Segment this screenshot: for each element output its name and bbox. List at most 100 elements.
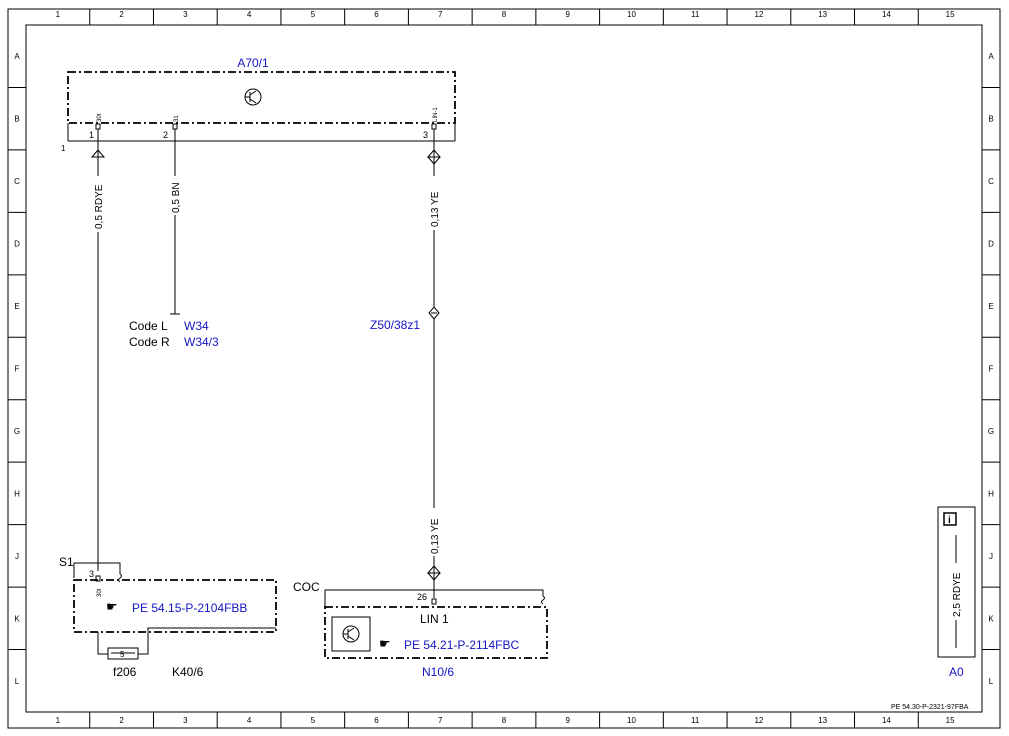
- double-connector-icon-upper: [426, 149, 442, 165]
- wire-legend: i 2,5 RDYE A0: [937, 506, 976, 679]
- column-label: 1: [56, 716, 61, 725]
- row-label: H: [14, 489, 20, 498]
- row-label: J: [15, 552, 19, 561]
- n10-icon-box: [331, 616, 371, 652]
- legend-ref-label[interactable]: A0: [949, 665, 964, 679]
- z50-ref-label[interactable]: Z50/38z1: [370, 318, 420, 332]
- fuse-num: 5: [120, 650, 125, 659]
- code-r-label: Code R: [129, 335, 170, 349]
- column-label: 9: [566, 716, 571, 725]
- transistor-icon: [342, 625, 360, 643]
- wire-3-lower-label: 0,13 YE: [430, 518, 441, 554]
- n10-signal-label: LIN 1: [420, 612, 449, 626]
- code-r-ref[interactable]: W34/3: [184, 335, 219, 349]
- column-label: 7: [438, 10, 443, 19]
- double-connector-icon-lower: [426, 565, 442, 581]
- row-label: F: [989, 365, 994, 374]
- outer-frame: [7, 8, 1001, 729]
- column-label: 2: [119, 10, 124, 19]
- component-n10-6[interactable]: COC 26 LIN 1 ☛ PE 54.21-P-2114FBC N10/6: [293, 580, 548, 679]
- s1-pin-name: 30t: [97, 588, 103, 597]
- n10-outline: [324, 606, 548, 659]
- row-label: B: [14, 115, 19, 124]
- column-label: 11: [691, 716, 700, 725]
- row-label: K: [988, 614, 994, 623]
- column-label: 4: [247, 10, 252, 19]
- connector-arrow-icon: [90, 149, 106, 158]
- a70-ground-mark: 1: [61, 144, 66, 153]
- row-label: D: [14, 240, 20, 249]
- code-l-label: Code L: [129, 319, 168, 333]
- wire-1[interactable]: 0,5 RDYE: [90, 129, 106, 571]
- code-l-ref[interactable]: W34: [184, 319, 209, 333]
- a70-ref-label[interactable]: A70/1: [237, 56, 269, 70]
- s1-ref-label[interactable]: S1: [59, 555, 74, 569]
- column-labels: 1122334455667788991010111112121313141415…: [56, 9, 955, 728]
- s1-pin-num: 3: [89, 569, 94, 579]
- column-label: 6: [374, 10, 379, 19]
- column-label: 1: [56, 10, 61, 19]
- row-label: B: [988, 115, 993, 124]
- a70-outline: [67, 71, 456, 124]
- fuse-ref-label[interactable]: f206: [113, 665, 137, 679]
- relay-ref-label[interactable]: K40/6: [172, 665, 204, 679]
- column-label: 7: [438, 716, 443, 725]
- info-icon: i: [943, 512, 957, 526]
- column-label: 6: [374, 716, 379, 725]
- a70-pin3-num: 3: [423, 130, 428, 140]
- row-label: E: [14, 302, 19, 311]
- svg-text:i: i: [948, 515, 951, 526]
- row-label: F: [15, 365, 20, 374]
- row-label: L: [989, 677, 994, 686]
- row-label: G: [14, 427, 20, 436]
- column-label: 14: [882, 10, 891, 19]
- column-label: 12: [754, 716, 763, 725]
- column-label: 3: [183, 10, 188, 19]
- n10-link-text[interactable]: PE 54.21-P-2114FBC: [404, 638, 520, 652]
- n10-pin-num: 26: [417, 592, 427, 602]
- column-label: 2: [119, 716, 124, 725]
- a70-pin1-name: 30t: [97, 113, 103, 122]
- n10-link[interactable]: ☛ PE 54.21-P-2114FBC: [379, 636, 520, 652]
- column-label: 8: [502, 10, 507, 19]
- column-label: 9: [566, 10, 571, 19]
- inner-frame: [25, 24, 983, 713]
- a70-pin3-name: LIN-1: [433, 107, 439, 122]
- pointing-hand-icon: ☛: [106, 599, 118, 614]
- column-label: 8: [502, 716, 507, 725]
- ground-codes: Code L W34 Code R W34/3: [129, 319, 219, 349]
- column-label: 11: [691, 10, 700, 19]
- pointing-hand-icon: ☛: [379, 636, 391, 651]
- row-label: H: [988, 489, 994, 498]
- component-a70-1[interactable]: A70/1 1 30t 31 LIN-1 1 2 3: [61, 56, 456, 153]
- column-label: 15: [946, 716, 955, 725]
- a70-pin2-name: 31: [174, 115, 180, 122]
- component-s1[interactable]: S1 3 30t ☛ PE 54.15-P-2104FBB 5 f206 K40…: [59, 555, 277, 679]
- row-label: K: [14, 614, 20, 623]
- row-label: C: [14, 177, 20, 186]
- column-label: 13: [818, 10, 827, 19]
- splice-diamond-icon: [428, 306, 440, 320]
- row-label: J: [989, 552, 993, 561]
- row-label: A: [14, 52, 20, 61]
- column-label: 14: [882, 716, 891, 725]
- s1-link-text[interactable]: PE 54.15-P-2104FBB: [132, 601, 247, 615]
- a70-pin1-num: 1: [89, 130, 94, 140]
- column-label: 13: [818, 716, 827, 725]
- n10-connector-label: COC: [293, 580, 320, 594]
- column-label: 4: [247, 716, 252, 725]
- wire-2[interactable]: 0,5 BN: [170, 129, 182, 315]
- column-label: 3: [183, 716, 188, 725]
- wire-3-upper-label: 0,13 YE: [430, 191, 441, 227]
- row-label: D: [988, 240, 994, 249]
- n10-ref-label[interactable]: N10/6: [422, 665, 454, 679]
- column-label: 10: [627, 716, 636, 725]
- row-label: A: [988, 52, 994, 61]
- wire-2-label: 0,5 BN: [171, 182, 182, 213]
- transistor-icon: [244, 88, 262, 106]
- s1-link[interactable]: ☛ PE 54.15-P-2104FBB: [106, 599, 247, 615]
- row-label: L: [15, 677, 20, 686]
- wire-3[interactable]: 0,13 YE 0,13 YE Z50/38z1: [370, 129, 442, 598]
